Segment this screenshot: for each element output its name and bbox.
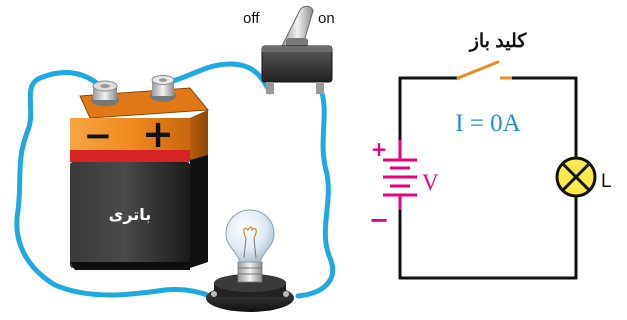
schematic-wire-top-left (398, 76, 460, 142)
schematic-lamp-symbol (555, 156, 597, 198)
wire-battery-switch (159, 61, 273, 95)
toggle-switch (261, 5, 333, 94)
battery (70, 75, 210, 270)
schematic-wire-top-right (508, 76, 578, 160)
schematic-wire-right-bottom (398, 194, 578, 280)
current-label: I = 0A (455, 110, 520, 137)
voltage-label: V (422, 170, 439, 195)
schematic-minus-sign: − (369, 206, 389, 234)
battery-label: باتری (109, 205, 152, 224)
battery-plus-sign: + (142, 112, 174, 156)
lamp-label: L (601, 171, 612, 192)
light-bulb (206, 209, 294, 312)
switch-lever (281, 5, 314, 49)
schematic-title: کلید باز (468, 31, 528, 52)
switch-off-label: off (243, 10, 260, 27)
schematic-plus-sign: + (371, 137, 388, 161)
schematic-open-switch (456, 60, 512, 80)
battery-terminal-positive (150, 75, 176, 102)
bulb-glass (225, 209, 275, 263)
wire-switch-right (295, 85, 336, 299)
bulb-filament (243, 226, 257, 239)
battery-minus-sign: − (84, 116, 113, 156)
wire-left-loop (14, 70, 213, 299)
battery-terminal-negative (91, 80, 119, 106)
circuit-schematic (398, 76, 578, 280)
schematic-battery-symbol (383, 140, 417, 210)
switch-on-label: on (318, 10, 335, 27)
